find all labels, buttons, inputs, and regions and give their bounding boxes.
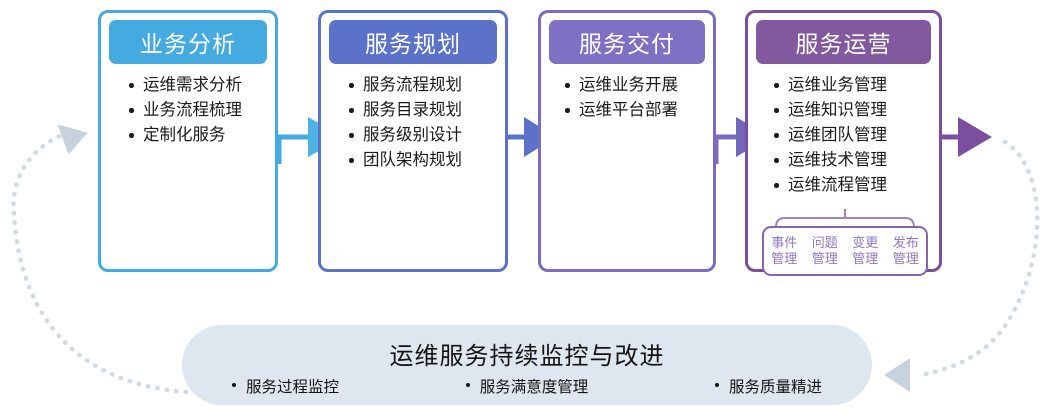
stage-item-list: 服务流程规划 服务目录规划 服务级别设计 团队架构规划 [321,73,505,173]
list-item: 运维知识管理 [772,98,939,123]
list-item: 运维需求分析 [127,73,275,98]
list-item: 业务流程梳理 [127,98,275,123]
subbox-item-release[interactable]: 发布 管理 [893,235,919,267]
stage-item-list: 运维业务开展 运维平台部署 [541,73,713,123]
stage-header-service-planning: 服务规划 [329,20,497,64]
list-item: 运维技术管理 [772,148,939,173]
bottom-item-process-monitoring: 服务过程监控 [232,375,339,397]
stage-header-business-analysis: 业务分析 [109,20,267,64]
subbox-item-line2: 管理 [892,251,919,266]
list-item: 运维流程管理 [772,173,939,198]
stage-service-planning[interactable]: 服务规划 服务流程规划 服务目录规划 服务级别设计 团队架构规划 [318,10,508,272]
stage-service-operation[interactable]: 服务运营 运维业务管理 运维知识管理 运维团队管理 运维技术管理 运维流程管理 … [745,10,942,276]
list-item: 运维业务管理 [772,73,939,98]
process-management-subbox[interactable]: 事件 管理 问题 管理 变更 管理 发布 管理 [762,226,928,276]
subbox-item-line2: 管理 [771,251,798,266]
list-item: 团队架构规划 [347,148,505,173]
subbox-item-line1: 事件 [771,235,798,250]
stage-header-service-operation: 服务运营 [756,20,931,64]
stage-service-delivery[interactable]: 服务交付 运维业务开展 运维平台部署 [538,10,716,272]
stage-business-analysis[interactable]: 业务分析 运维需求分析 业务流程梳理 定制化服务 [98,10,278,272]
subbox-item-line2: 管理 [852,251,879,266]
stage-item-list: 运维业务管理 运维知识管理 运维团队管理 运维技术管理 运维流程管理 [748,73,939,198]
subbox-item-line1: 问题 [811,235,838,250]
list-item: 服务流程规划 [347,73,505,98]
stage-item-list: 运维需求分析 业务流程梳理 定制化服务 [101,73,275,148]
list-item: 运维业务开展 [563,73,713,98]
bottom-item-quality-improvement: 服务质量精进 [714,375,822,397]
list-item: 服务级别设计 [347,123,505,148]
list-item: 定制化服务 [127,123,275,148]
stage-header-service-delivery: 服务交付 [549,20,705,64]
bottom-bar-title: 运维服务持续监控与改进 [389,343,665,370]
subbox-item-problem[interactable]: 问题 管理 [812,235,838,267]
subbox-item-line2: 管理 [811,251,838,266]
bracket-connector-icon [775,209,915,228]
subbox-item-line1: 变更 [852,235,879,250]
list-item: 运维团队管理 [772,123,939,148]
arrow-operation-to-loop [938,117,992,157]
list-item: 服务目录规划 [347,98,505,123]
continuous-improvement-bar[interactable]: 运维服务持续监控与改进 服务过程监控 服务满意度管理 服务质量精进 [182,325,872,405]
bottom-item-satisfaction-management: 服务满意度管理 [465,375,588,397]
bottom-bar-item-list: 服务过程监控 服务满意度管理 服务质量精进 [210,375,844,397]
list-item: 运维平台部署 [563,98,713,123]
subbox-item-line1: 发布 [892,235,919,250]
subbox-item-change[interactable]: 变更 管理 [852,235,878,267]
subbox-item-incident[interactable]: 事件 管理 [771,235,797,267]
